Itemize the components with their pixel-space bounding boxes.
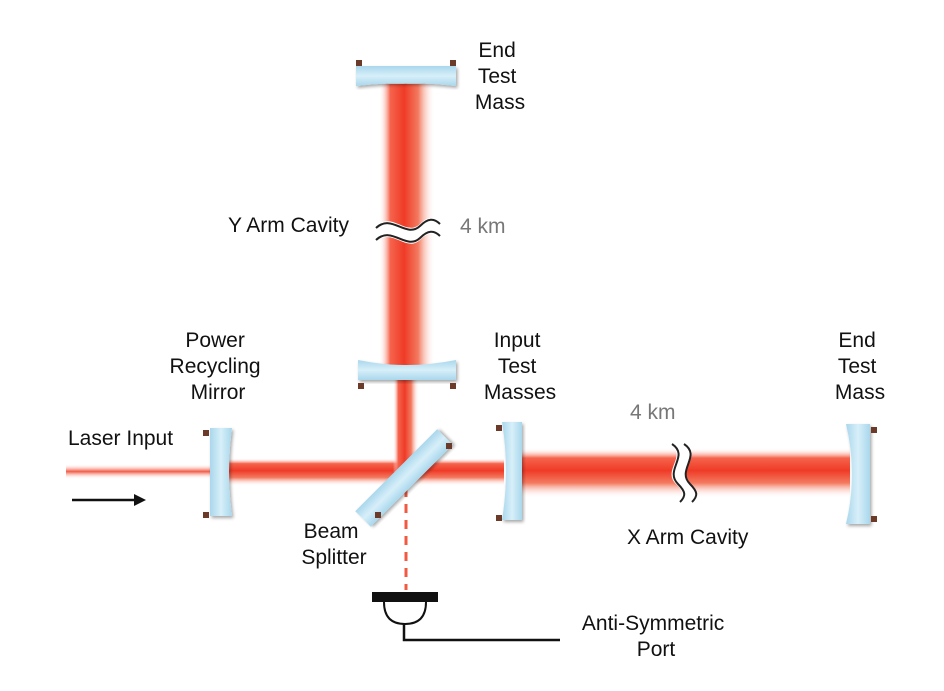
photodetector-icon [372, 592, 560, 642]
mount-icon [496, 515, 502, 521]
beam-splitter [355, 429, 453, 527]
x-arm-length-label: 4 km [630, 401, 676, 424]
mount-icon [871, 427, 877, 433]
y-arm-break-symbol [375, 217, 441, 244]
mount-icon [446, 443, 452, 449]
anti-symmetric-port-label: Anti-Symmetric Port [582, 612, 730, 661]
recycling-beam [226, 458, 504, 486]
mount-icon [496, 425, 502, 431]
power-recycling-mirror-label: Power Recycling Mirror [170, 329, 267, 404]
x-arm-break-symbol [670, 443, 698, 503]
end-test-mass-top-label: End Test Mass [475, 39, 525, 114]
x-end-test-mass [846, 424, 870, 524]
y-arm-cavity-label: Y Arm Cavity [228, 214, 349, 237]
input-test-masses-label: Input Test Masses [484, 329, 556, 404]
mount-icon [871, 516, 877, 522]
end-test-mass-right-label: End Test Mass [835, 329, 885, 404]
mount-icon [203, 430, 209, 436]
x-input-test-mass [502, 422, 522, 520]
mount-icon [375, 512, 381, 518]
y-end-test-mass [356, 66, 456, 86]
arrow-right-icon [72, 494, 146, 506]
laser-input-label: Laser Input [68, 427, 173, 450]
y-arm-length-label: 4 km [460, 215, 506, 238]
mount-icon [203, 512, 209, 518]
mount-icon [358, 383, 364, 389]
x-arm-cavity-label: X Arm Cavity [627, 526, 749, 549]
beam-splitter-label: Beam Splitter [301, 520, 366, 569]
power-recycling-mirror [210, 428, 232, 516]
y-input-test-mass [358, 360, 456, 380]
mount-icon [356, 60, 362, 66]
mount-icon [450, 383, 456, 389]
mount-icon [450, 60, 456, 66]
laser-input-beam [66, 464, 212, 479]
